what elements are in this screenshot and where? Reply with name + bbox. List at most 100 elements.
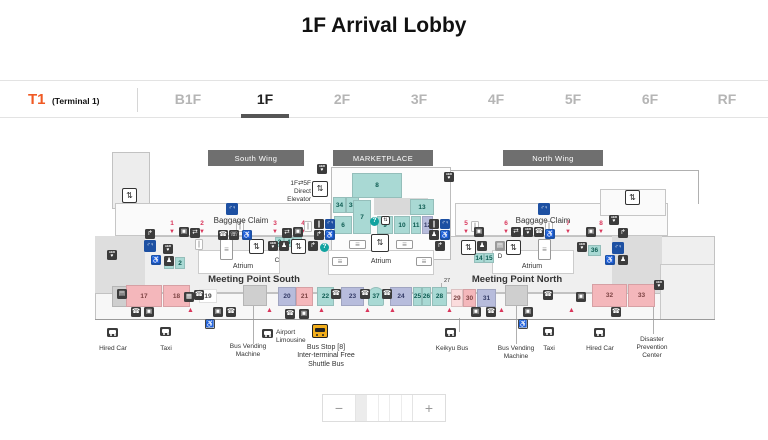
stairs-icon: ∥ [429,219,439,229]
aed-icon: AED [268,241,278,251]
shop-24[interactable]: 24 [390,287,412,306]
baby-care-icon: ♟ [279,241,289,251]
shop-29[interactable]: 29 [451,289,463,307]
map-line [441,283,442,289]
phone-icon: ☎ [218,230,228,240]
currency-exchange-icon: ⇄ [511,227,521,237]
terminal-name: (Terminal 1) [51,96,100,106]
shop-17[interactable]: 17 [126,285,162,307]
restroom-icon: ♂♀ [612,242,624,254]
terminal-selector[interactable]: T1 (Terminal 1) [28,81,100,119]
accessible-icon: ♿ [440,230,450,240]
entrance-marker: ▲ [389,307,396,314]
photo-spot-icon: ▣ [179,227,189,237]
entrance-marker: ▲ [187,307,194,314]
restroom-icon: ♂♀ [440,219,450,229]
photo-spot-icon: ▣ [474,227,484,237]
tab-4f[interactable]: 4F [487,91,505,107]
photo-spot-icon: ▣ [523,307,533,317]
transport-label-hired-car: Hired Car [99,345,127,352]
map-label: Atrium [370,258,392,265]
phone-icon: ☎ [611,307,621,317]
hired-car-icon [594,328,605,337]
shop-2[interactable]: 2 [175,257,185,269]
escalator-icon: ≡ [349,240,366,249]
tab-divider [137,88,138,112]
photo-spot-icon: ▣ [586,227,596,237]
tab-6f[interactable]: 6F [641,91,659,107]
transport-label-airport-limousine: Airport Limousine [276,329,306,344]
shop-6[interactable]: 6 [334,216,352,234]
baggage-carousel-marker-1: 1 [166,220,178,235]
phone-icon: ☎ [543,290,553,300]
tab-rf[interactable]: RF [717,91,737,107]
zoom-out-button[interactable]: − [323,395,355,421]
stairs-icon: ∥ [195,239,203,250]
baby-care-icon: ♟ [477,241,487,251]
shop-15[interactable]: 15 [484,253,494,263]
baggage-carousel-marker-4: 4 [297,220,309,235]
tab-3f[interactable]: 3F [410,91,428,107]
aed-icon: AED [107,250,117,260]
shop-28[interactable]: 28 [432,287,447,306]
map-line [653,298,654,334]
shop-32[interactable]: 32 [592,284,627,307]
shop-36[interactable]: 36 [588,245,601,256]
zoom-slider[interactable] [355,395,413,421]
connecting-passage-icon: ↱ [308,241,318,251]
photo-spot-icon: ▣ [299,309,309,319]
shop-14[interactable]: 14 [474,253,484,263]
photo-spot-icon: ▣ [213,307,223,317]
taxi-icon [543,327,554,336]
zoom-in-button[interactable]: + [413,395,445,421]
phone-icon: ☎ [534,227,544,237]
elevator-icon: ⇅ [461,240,476,255]
restroom-icon: ♂♀ [226,203,238,215]
shop-11[interactable]: 11 [411,216,421,234]
transport-label-hired-car: Hired Car [586,345,614,352]
transport-label-disaster-prevention-center: Disaster Prevention Center [636,336,668,359]
baggage-carousel-marker-6: 6 [500,220,512,235]
transport-label-taxi: Taxi [160,345,172,352]
shop-10[interactable]: 10 [394,216,410,234]
tab-5f[interactable]: 5F [564,91,582,107]
shop-7[interactable]: 7 [353,200,371,234]
tab-b1f[interactable]: B1F [174,91,202,107]
shop-21[interactable]: 21 [296,287,313,306]
entrance-marker: ▲ [364,307,371,314]
shop-30[interactable]: 30 [463,289,476,307]
tab-1f[interactable]: 1F [227,81,303,118]
currency-exchange-icon: ⇄ [190,228,200,238]
elevator-icon: ⇅ [291,239,306,254]
shop-33[interactable]: 33 [628,284,655,307]
elevator-icon: ⇅ [249,239,264,254]
shop-34[interactable]: 34 [333,197,346,213]
map-line [698,170,699,204]
shop-25[interactable]: 25 [413,287,422,306]
baby-care-icon: ♟ [618,255,628,265]
phone-icon: ☎ [131,307,141,317]
aed-icon: AED [444,172,454,182]
shop-23[interactable]: 23 [341,287,364,306]
phone-icon: ☎ [360,289,370,299]
baggage-carousel-marker-8: 8 [595,220,607,235]
aed-icon: AED [317,164,327,174]
map-label: Baggage Claim [515,216,571,225]
shop-8[interactable]: 8 [352,173,402,198]
shop-26[interactable]: 26 [422,287,431,306]
shop-13[interactable]: 13 [410,199,434,215]
map-area [505,285,528,306]
shop-20[interactable]: 20 [278,287,296,306]
aed-icon: AED [523,227,533,237]
shop-31[interactable]: 31 [477,289,496,307]
page-title: 1F Arrival Lobby [301,14,467,37]
baby-care-icon: ♟ [429,230,439,240]
map-line [459,318,460,332]
tab-2f[interactable]: 2F [333,91,351,107]
escalator-icon: ≡ [538,239,551,260]
coin-locker-icon: ▤ [117,289,127,299]
terminal-code: T1 [28,91,46,108]
elevator-icon: ⇅ [122,188,137,203]
